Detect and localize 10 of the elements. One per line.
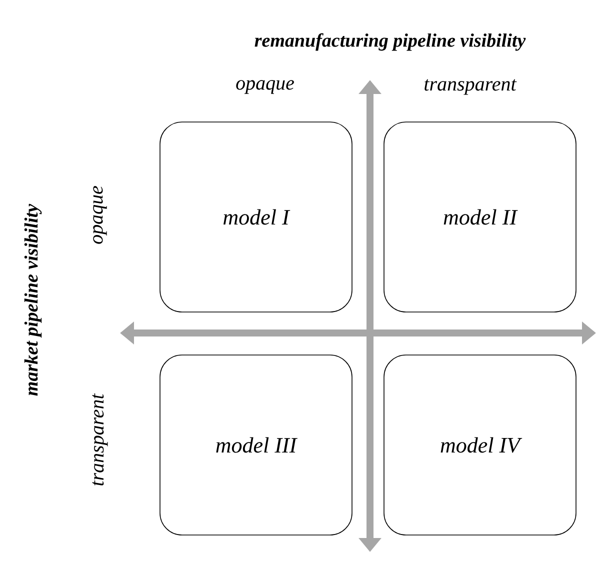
title: remanufacturing pipeline visibility xyxy=(254,33,526,51)
column-label: opaque xyxy=(236,80,294,94)
model-box: model IV xyxy=(384,354,576,536)
row-label: opaque xyxy=(93,186,107,244)
model-box: model III xyxy=(160,354,352,536)
model-box: model II xyxy=(384,122,576,312)
axis-title: market pipeline visibility xyxy=(24,204,42,396)
model-box: model I xyxy=(160,122,352,312)
row-label: transparent xyxy=(92,393,108,486)
column-label: transparent xyxy=(424,79,517,95)
